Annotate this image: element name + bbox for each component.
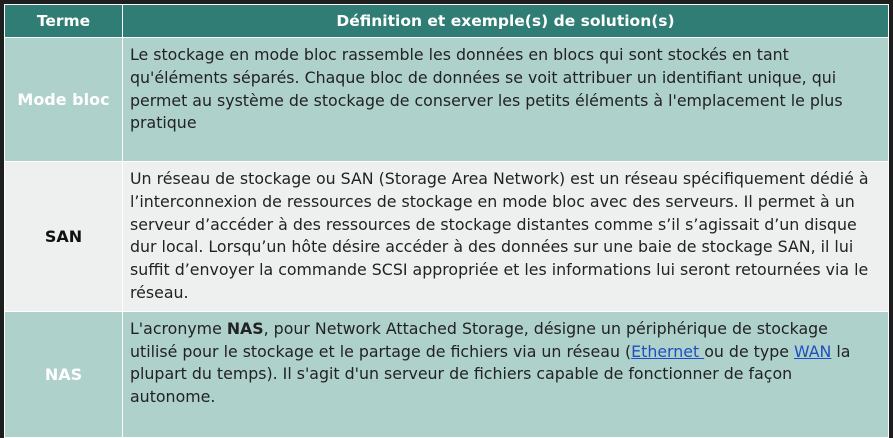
term-cell: Mode bloc	[4, 37, 123, 162]
wan-link[interactable]: WAN	[794, 341, 832, 361]
header-term: Terme	[4, 4, 123, 38]
definition-text: ou de type	[704, 341, 794, 361]
definitions-table: Terme Définition et exemple(s) de soluti…	[4, 4, 889, 438]
definition-text: , pour Network Attached Storage, désigne…	[130, 318, 828, 361]
acronym-bold: NAS	[226, 318, 264, 338]
table-row: Mode bloc Le stockage en mode bloc rasse…	[4, 37, 889, 162]
header-definition: Définition et exemple(s) de solution(s)	[122, 4, 889, 38]
definition-cell: L'acronyme NAS, pour Network Attached St…	[122, 310, 889, 438]
ethernet-link[interactable]: Ethernet	[631, 341, 705, 361]
table-header-row: Terme Définition et exemple(s) de soluti…	[4, 4, 889, 38]
definition-text: la plupart du temps). Il s'agit d'un ser…	[130, 341, 851, 407]
definitions-table-frame: Terme Définition et exemple(s) de soluti…	[4, 4, 889, 438]
definition-cell: Le stockage en mode bloc rassemble les d…	[122, 37, 889, 162]
term-cell: NAS	[4, 310, 123, 438]
table-row: SAN Un réseau de stockage ou SAN (Storag…	[4, 161, 889, 312]
definition-cell: Un réseau de stockage ou SAN (Storage Ar…	[122, 161, 889, 312]
term-cell: SAN	[4, 161, 123, 312]
definition-text: L'acronyme	[130, 318, 227, 338]
table-row: NAS L'acronyme NAS, pour Network Attache…	[4, 310, 889, 438]
